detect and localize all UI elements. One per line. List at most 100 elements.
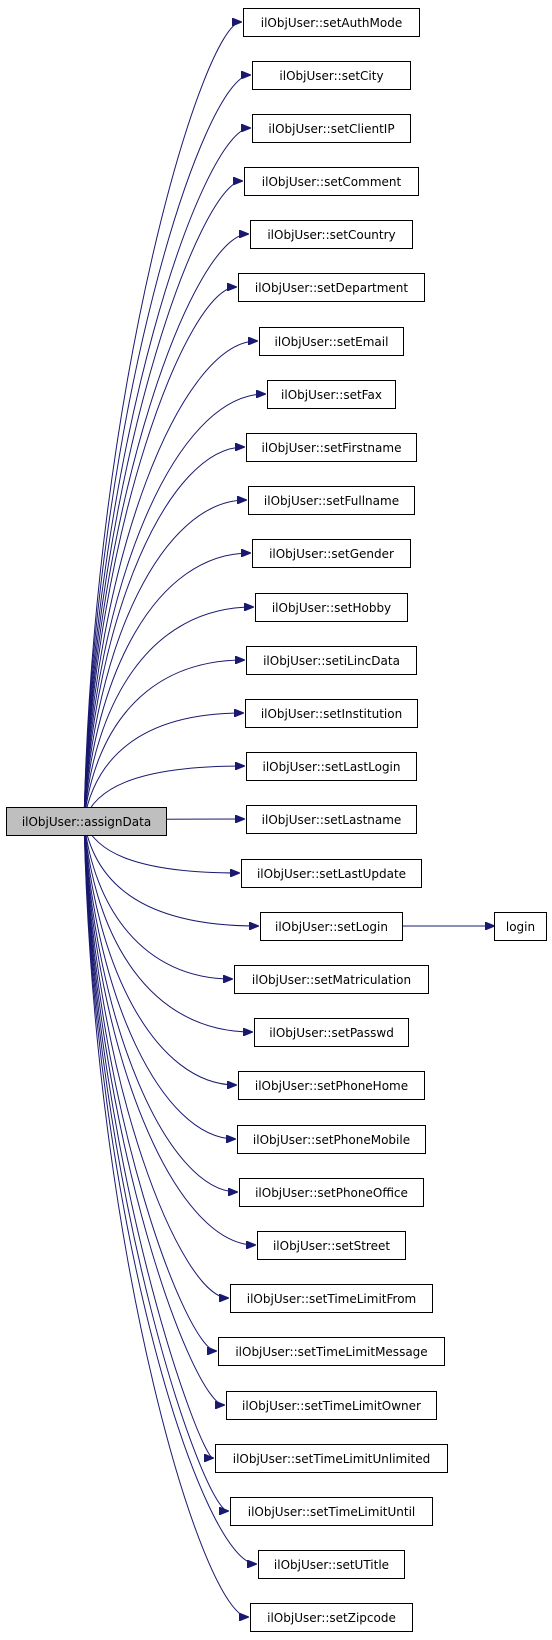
node-box	[226, 1391, 437, 1420]
node-box	[254, 1018, 409, 1047]
node-label: ilObjUser::setCountry	[267, 228, 395, 242]
edge-assignData-to-setLogin	[83, 820, 258, 926]
graph-node-setInstitution[interactable]: ilObjUser::setInstitution	[245, 699, 418, 728]
edge-assignData-to-setGender	[83, 553, 250, 822]
node-label: ilObjUser::setGender	[269, 547, 394, 561]
node-label: ilObjUser::setPasswd	[269, 1026, 394, 1040]
edge-assignData-to-setPhoneHome	[83, 820, 236, 1085]
node-box	[244, 167, 419, 196]
node-label: ilObjUser::setTimeLimitMessage	[235, 1345, 427, 1359]
graph-node-setCity[interactable]: ilObjUser::setCity	[252, 61, 411, 90]
node-box	[252, 114, 411, 143]
edge-assignData-to-setInstitution	[83, 713, 243, 822]
node-box	[267, 380, 396, 409]
node-box	[215, 1444, 448, 1473]
node-label: ilObjUser::setTimeLimitOwner	[242, 1399, 421, 1413]
edge-assignData-to-setZipcode	[83, 820, 248, 1617]
graph-node-setPhoneMobile[interactable]: ilObjUser::setPhoneMobile	[237, 1125, 426, 1154]
graph-node-setEmail[interactable]: ilObjUser::setEmail	[259, 327, 404, 356]
node-label: ilObjUser::setTimeLimitFrom	[247, 1292, 416, 1306]
node-label: ilObjUser::setInstitution	[261, 707, 402, 721]
graph-node-setMatriculation[interactable]: ilObjUser::setMatriculation	[234, 965, 429, 994]
node-label: ilObjUser::setPhoneHome	[255, 1079, 408, 1093]
node-label: ilObjUser::setDepartment	[255, 281, 409, 295]
node-box	[239, 1178, 424, 1207]
edge-assignData-to-setStreet	[83, 820, 255, 1245]
graph-node-setHobby[interactable]: ilObjUser::setHobby	[255, 593, 408, 622]
node-label: ilObjUser::setZipcode	[267, 1611, 396, 1625]
graph-node-setStreet[interactable]: ilObjUser::setStreet	[257, 1231, 406, 1260]
graph-node-setGender[interactable]: ilObjUser::setGender	[252, 539, 411, 568]
edge-assignData-to-setCity	[83, 75, 250, 822]
node-box	[246, 752, 417, 781]
node-box	[230, 1284, 433, 1313]
graph-node-setFirstname[interactable]: ilObjUser::setFirstname	[246, 433, 417, 462]
edge-assignData-to-setTimeLimitOwner	[83, 820, 224, 1405]
node-box	[238, 1071, 425, 1100]
graph-node-setiLincData[interactable]: ilObjUser::setiLincData	[246, 646, 417, 675]
node-label: ilObjUser::setFullname	[264, 494, 399, 508]
graph-node-setTimeLimitMessage[interactable]: ilObjUser::setTimeLimitMessage	[218, 1337, 445, 1366]
node-label: ilObjUser::setLogin	[275, 920, 388, 934]
edge-assignData-to-setTimeLimitFrom	[83, 820, 228, 1298]
graph-node-login[interactable]: login	[494, 912, 547, 941]
edge-assignData-to-setTimeLimitMessage	[83, 820, 216, 1351]
edge-assignData-to-setHobby	[83, 607, 253, 822]
graph-node-setLastUpdate[interactable]: ilObjUser::setLastUpdate	[241, 859, 422, 888]
node-label: ilObjUser::setStreet	[273, 1239, 390, 1253]
graph-node-setDepartment[interactable]: ilObjUser::setDepartment	[238, 273, 425, 302]
edge-assignData-to-setCountry	[83, 234, 248, 822]
node-label: ilObjUser::setTimeLimitUntil	[248, 1505, 416, 1519]
edge-assignData-to-setTimeLimitUntil	[83, 820, 228, 1511]
node-box	[230, 1497, 433, 1526]
node-label: ilObjUser::setPhoneMobile	[253, 1133, 410, 1147]
node-box	[243, 8, 420, 37]
node-label: ilObjUser::setLastname	[262, 813, 402, 827]
edge-assignData-to-setPasswd	[83, 820, 252, 1032]
node-box	[494, 912, 547, 941]
graph-node-setPasswd[interactable]: ilObjUser::setPasswd	[254, 1018, 409, 1047]
graph-node-setZipcode[interactable]: ilObjUser::setZipcode	[250, 1603, 413, 1632]
graph-node-setClientIP[interactable]: ilObjUser::setClientIP	[252, 114, 411, 143]
edge-assignData-to-setFax	[83, 394, 265, 822]
graph-node-setUTitle[interactable]: ilObjUser::setUTitle	[258, 1550, 405, 1579]
node-box	[252, 539, 411, 568]
node-box	[250, 1603, 413, 1632]
graph-node-setLogin[interactable]: ilObjUser::setLogin	[260, 912, 403, 941]
edges	[83, 22, 494, 1617]
edge-assignData-to-setTimeLimitUnlimited	[83, 820, 213, 1458]
node-label: ilObjUser::setHobby	[272, 601, 391, 615]
node-label: ilObjUser::setLastLogin	[263, 760, 401, 774]
graph-node-setLastLogin[interactable]: ilObjUser::setLastLogin	[246, 752, 417, 781]
graph-node-setPhoneOffice[interactable]: ilObjUser::setPhoneOffice	[239, 1178, 424, 1207]
graph-node-setComment[interactable]: ilObjUser::setComment	[244, 167, 419, 196]
graph-node-setPhoneHome[interactable]: ilObjUser::setPhoneHome	[238, 1071, 425, 1100]
graph-node-setAuthMode[interactable]: ilObjUser::setAuthMode	[243, 8, 420, 37]
node-label: ilObjUser::setCity	[279, 69, 383, 83]
node-label: ilObjUser::setPhoneOffice	[255, 1186, 408, 1200]
edge-assignData-to-setDepartment	[83, 287, 236, 822]
graph-node-setFullname[interactable]: ilObjUser::setFullname	[248, 486, 415, 515]
node-label: ilObjUser::setAuthMode	[261, 16, 402, 30]
node-label: ilObjUser::setClientIP	[268, 122, 394, 136]
node-box	[234, 965, 429, 994]
node-label: ilObjUser::setEmail	[275, 335, 389, 349]
nodes: ilObjUser::assignData ilObjUser::setAuthM…	[6, 8, 547, 1632]
graph-node-setTimeLimitFrom[interactable]: ilObjUser::setTimeLimitFrom	[230, 1284, 433, 1313]
root-node-assignData[interactable]: ilObjUser::assignData	[6, 807, 167, 836]
graph-node-setCountry[interactable]: ilObjUser::setCountry	[250, 220, 413, 249]
graph-node-setTimeLimitUnlimited[interactable]: ilObjUser::setTimeLimitUnlimited	[215, 1444, 448, 1473]
graph-node-setTimeLimitOwner[interactable]: ilObjUser::setTimeLimitOwner	[226, 1391, 437, 1420]
edge-assignData-to-setComment	[83, 181, 242, 822]
node-label: ilObjUser::setUTitle	[274, 1558, 389, 1572]
graph-node-setLastname[interactable]: ilObjUser::setLastname	[246, 805, 417, 834]
node-box	[260, 912, 403, 941]
graph-node-setFax[interactable]: ilObjUser::setFax	[267, 380, 396, 409]
node-box	[246, 646, 417, 675]
edge-assignData-to-setAuthMode	[83, 22, 241, 822]
node-box	[237, 1125, 426, 1154]
node-label: ilObjUser::setMatriculation	[252, 973, 411, 987]
node-box	[6, 807, 167, 836]
graph-node-setTimeLimitUntil[interactable]: ilObjUser::setTimeLimitUntil	[230, 1497, 433, 1526]
